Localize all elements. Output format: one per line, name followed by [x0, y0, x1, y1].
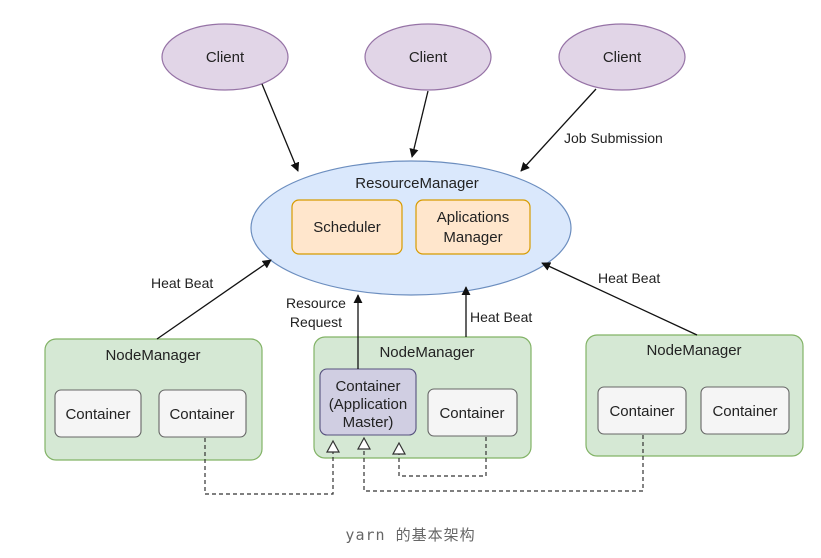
- client-ellipse-1: [161, 23, 289, 91]
- applications-manager-label-line2: Manager: [443, 229, 502, 246]
- applications-manager-box: [415, 199, 531, 255]
- arrow-client2-to-rm: [409, 90, 429, 158]
- node-manager-label-2: NodeManager: [379, 344, 474, 361]
- application-master-label-line1: Container: [335, 378, 400, 395]
- figure-caption: yarn 的基本架构: [345, 526, 476, 544]
- container-box-1b: [158, 389, 247, 438]
- container-label-3a: Container: [609, 403, 674, 420]
- container-box-1a: [54, 389, 142, 438]
- container-label-2a: Container: [439, 405, 504, 422]
- heartbeat-arrow-left: [156, 259, 272, 340]
- container-box-3a: [597, 386, 687, 435]
- container-label-1a: Container: [65, 406, 130, 423]
- heartbeat-label-right: Heat Beat: [598, 270, 660, 286]
- node-manager-label-1: NodeManager: [105, 347, 200, 364]
- client-label-3: Client: [603, 49, 642, 66]
- am-triangle-marker-1: [325, 439, 341, 453]
- container-box-2a: [427, 388, 518, 437]
- application-master-container-box: [319, 368, 417, 436]
- heartbeat-arrow-right: [541, 262, 698, 336]
- heartbeat-label-middle: Heat Beat: [470, 309, 532, 325]
- container-label-3b: Container: [712, 403, 777, 420]
- client-label-2: Client: [409, 49, 448, 66]
- dashed-link-container3a-to-am: [363, 435, 644, 492]
- resource-manager-ellipse: [250, 160, 572, 296]
- scheduler-label: Scheduler: [313, 219, 381, 236]
- dashed-link-container1b-to-am: [204, 438, 334, 495]
- client-ellipse-2: [364, 23, 492, 91]
- job-submission-label: Job Submission: [564, 130, 663, 146]
- dashed-link-container2a-to-am: [398, 437, 487, 477]
- application-master-label-line3: Master): [343, 414, 394, 431]
- node-manager-label-3: NodeManager: [646, 342, 741, 359]
- arrow-client3-to-rm: [520, 88, 597, 172]
- applications-manager-label-line1: Aplications: [437, 209, 510, 226]
- heartbeat-label-left: Heat Beat: [151, 275, 213, 291]
- container-label-1b: Container: [169, 406, 234, 423]
- resource-request-label-line1: Resource: [286, 295, 346, 311]
- resource-manager-label: ResourceManager: [355, 175, 478, 192]
- application-master-label-line2: (Application: [329, 396, 407, 413]
- am-triangle-marker-3: [391, 441, 407, 455]
- scheduler-box: [291, 199, 403, 255]
- client-ellipse-3: [558, 23, 686, 91]
- client-label-1: Client: [206, 49, 245, 66]
- resource-request-label-line2: Request: [290, 314, 342, 330]
- am-triangle-marker-2: [356, 436, 372, 450]
- arrow-client1-to-rm: [261, 83, 300, 172]
- container-box-3b: [700, 386, 790, 435]
